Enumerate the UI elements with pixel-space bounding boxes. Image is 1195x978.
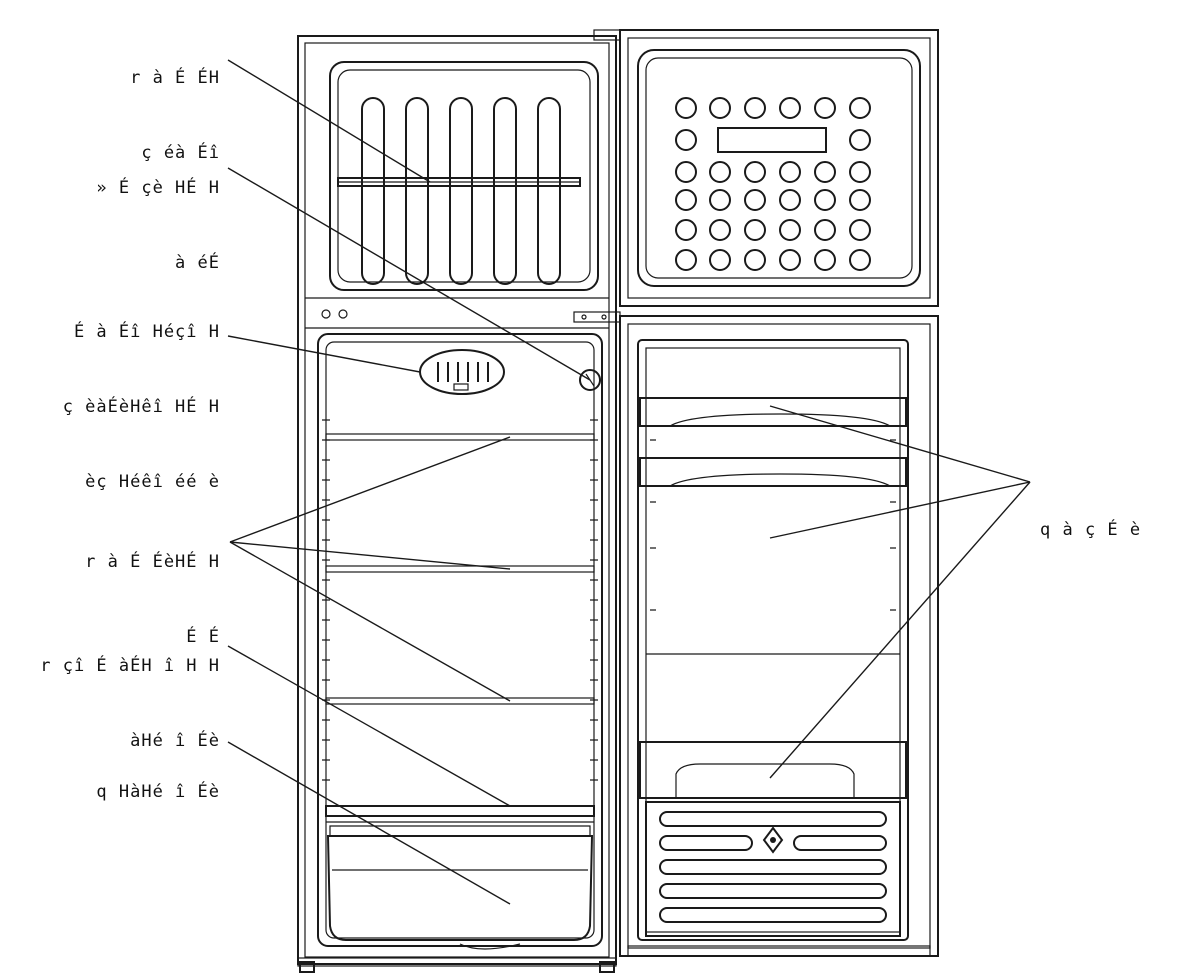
crisper-cover bbox=[325, 805, 595, 823]
freezer-shelf bbox=[337, 177, 581, 187]
door-dimples bbox=[675, 97, 871, 271]
door-shelves bbox=[639, 397, 907, 799]
glass-shelves bbox=[325, 433, 595, 705]
evaporator-fins bbox=[361, 97, 561, 285]
callout-door-shelves: q à ç É è bbox=[1040, 520, 1142, 540]
cabinet-body bbox=[297, 35, 617, 973]
callout-freezer-shelf: r à É ÉH ç éà Éî bbox=[130, 68, 220, 163]
freezer-compartment bbox=[329, 61, 599, 291]
leader-lines bbox=[227, 59, 1031, 905]
callout-thermostat: É à Éî Héçî H ç èàÉèHêî HÉ H èç Héêî éé … bbox=[62, 322, 220, 492]
thermostat-housing bbox=[419, 349, 505, 395]
callout-crisper: q HàHé î Éè bbox=[96, 782, 220, 802]
fridge-door bbox=[619, 315, 939, 957]
vent-panel bbox=[645, 801, 901, 937]
freezer-door bbox=[593, 29, 939, 307]
divider-panel bbox=[305, 297, 609, 329]
callout-lamp: » É çè HÉ H à éÉ bbox=[96, 178, 220, 273]
callout-glass-shelves: r à É ÉèHÉ H É É bbox=[85, 552, 220, 647]
callout-crisper-cover: r çî É àÉH î H H àHé î Éè bbox=[40, 656, 220, 751]
hinge bbox=[573, 311, 621, 323]
shelf-rails bbox=[322, 419, 598, 781]
fridge-compartment bbox=[317, 333, 603, 950]
crisper-drawer bbox=[326, 825, 594, 950]
door-ticks bbox=[650, 439, 896, 611]
